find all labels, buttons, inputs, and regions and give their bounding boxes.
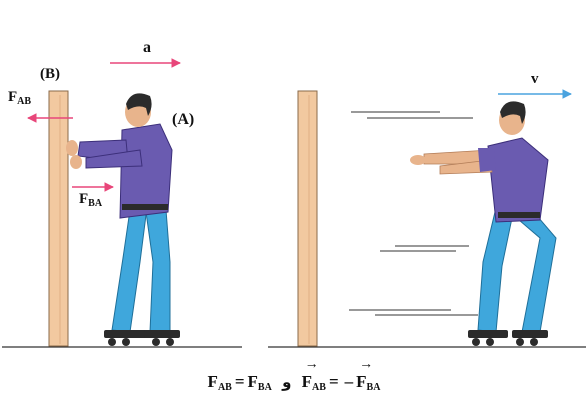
- body-a-label: (A): [172, 112, 194, 128]
- equation-magnitude-lhs: FAB: [208, 372, 232, 391]
- newton-third-law-equation: FAB=FBA و FAB=–FBA: [0, 372, 588, 393]
- equation-vector-lhs: FAB: [302, 372, 326, 391]
- equation-conjunction: و: [276, 373, 297, 391]
- force-ab-label: FAB: [8, 90, 31, 107]
- equation-magnitude-rhs: FBA: [248, 372, 272, 391]
- velocity-label: v: [531, 72, 539, 87]
- person-rolling: [410, 101, 556, 346]
- wall-right-scene: [298, 91, 317, 346]
- motion-lines: [349, 112, 478, 315]
- force-ba-label: FBA: [79, 192, 102, 209]
- equation-vector-rhs: FBA: [356, 372, 380, 391]
- acceleration-label: a: [143, 40, 151, 56]
- body-b-label: (B): [40, 67, 60, 82]
- person-a-pushing: [66, 93, 180, 346]
- wall-b: [49, 91, 68, 346]
